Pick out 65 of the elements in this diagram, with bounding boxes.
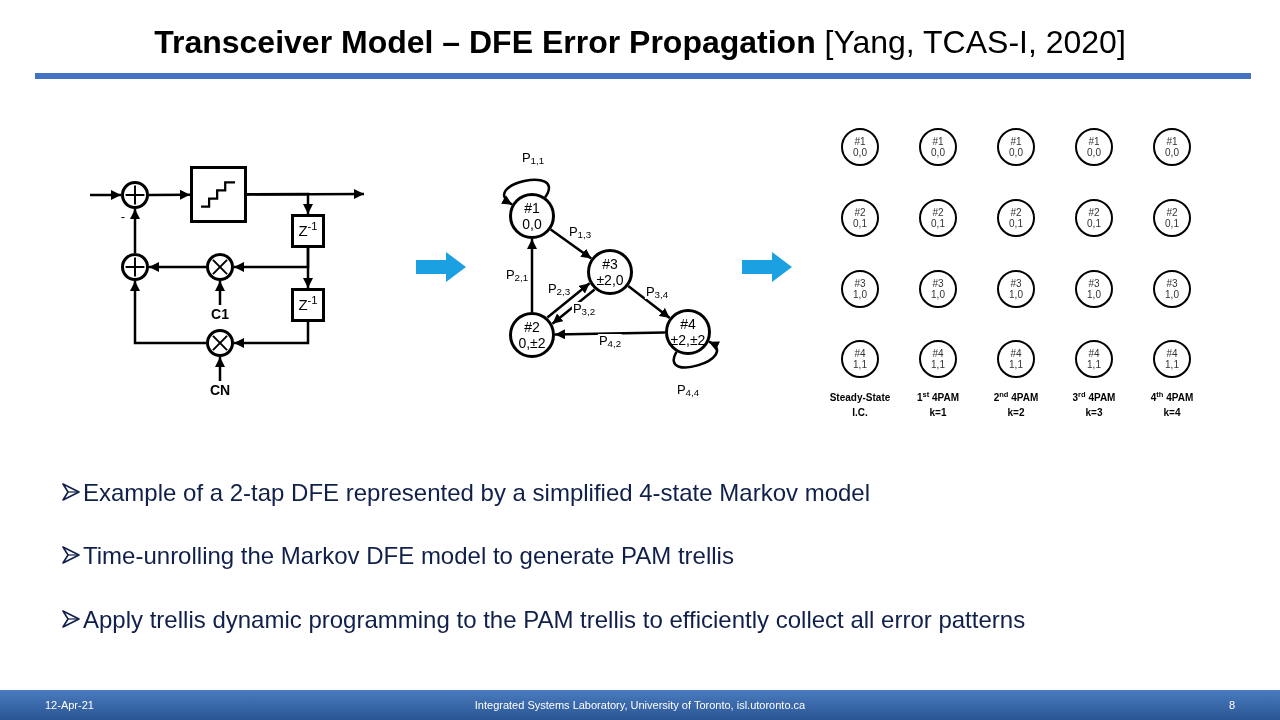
trellis-state: #2 0,1 [841,199,879,237]
slicer-box [190,166,247,223]
multiplier [206,253,234,281]
arrow [627,285,671,319]
trellis-state: #2 0,1 [1075,199,1113,237]
arrow [215,357,225,381]
edge-label: P$_{3,4}$ [644,285,670,299]
trellis-state: #4 1,1 [841,340,879,378]
edge-label: P$_{2,3}$ [546,282,572,296]
slide-title: Transceiver Model – DFE Error Propagation [Yang, TCAS-I, 2020] [153,23,1127,62]
trellis-state: #4 1,1 [997,340,1035,378]
trellis-state: #3 1,0 [997,270,1035,308]
arrow [215,281,225,305]
edge-label: P$_{1,1}$ [520,151,546,165]
trellis-state: #2 0,1 [919,199,957,237]
arrow [527,239,537,312]
column-label: 1$^{st}$ 4PAM k=1 [915,390,961,420]
footer-text: Integrated Systems Laboratory, University of Toronto, isl.utoronto.ca [473,698,807,713]
arrow [130,281,206,345]
trellis-state: #3 1,0 [919,270,957,308]
summing-junction [121,181,149,209]
trellis-state: #1 0,0 [1153,128,1191,166]
coefficient-label: C1 [205,305,235,323]
trellis-state: #2 0,1 [997,199,1035,237]
trellis-state: #1 0,0 [1075,128,1113,166]
edge-label: P$_{4,4}$ [675,383,701,397]
trellis-state: #2 0,1 [1153,199,1191,237]
trellis-state: #1 0,0 [919,128,957,166]
edge-label: P$_{2,1}$ [504,268,530,282]
column-label: 3$^{rd}$ 4PAM k=3 [1071,390,1117,420]
trellis-state: #3 1,0 [1075,270,1113,308]
multiplier [206,329,234,357]
arrow [90,190,121,200]
bullet-text: Example of a 2-tap DFE represented by a simplified 4-state Markov model [83,478,871,508]
page-number: 8 [1227,698,1237,713]
delay-box: Z$^{-1}$ [291,214,325,248]
edge-label: P$_{4,2}$ [597,334,623,348]
trellis-state: #4 1,1 [919,340,957,378]
column-label: 2$^{nd}$ 4PAM k=2 [992,390,1040,420]
arrow [149,189,190,200]
arrow [130,209,140,253]
trellis-state: #1 0,0 [997,128,1035,166]
arrow [501,178,550,206]
arrow [234,248,310,272]
bullet-text: Time-unrolling the Markov DFE model to generate PAM trellis [83,541,734,571]
trellis-state: #3 1,0 [1153,270,1191,308]
column-label: 4$^{th}$ 4PAM k=4 [1149,390,1195,420]
summing-junction [121,253,149,281]
footer-date: 12-Apr-21 [45,698,94,713]
trellis-state: #4 1,1 [1075,340,1113,378]
arrow [149,262,206,272]
trellis-state: #3 1,0 [841,270,879,308]
column-label: Steady-State I.C. [828,391,892,420]
delay-box: Z$^{-1}$ [291,288,325,322]
trellis-state: #4 1,1 [1153,340,1191,378]
arrow [554,329,666,340]
bullet-text: Apply trellis dynamic programming to the PAM trellis to efficiently collect all error patterns [83,605,1026,635]
arrow [549,228,593,260]
arrow [672,340,720,369]
edge-label: P$_{3,2}$ [571,302,597,316]
arrow [247,192,313,214]
trellis-state: #1 0,0 [841,128,879,166]
edge-label: P$_{1,3}$ [567,225,593,239]
arrow [234,322,310,348]
coefficient-label: CN [205,381,235,399]
